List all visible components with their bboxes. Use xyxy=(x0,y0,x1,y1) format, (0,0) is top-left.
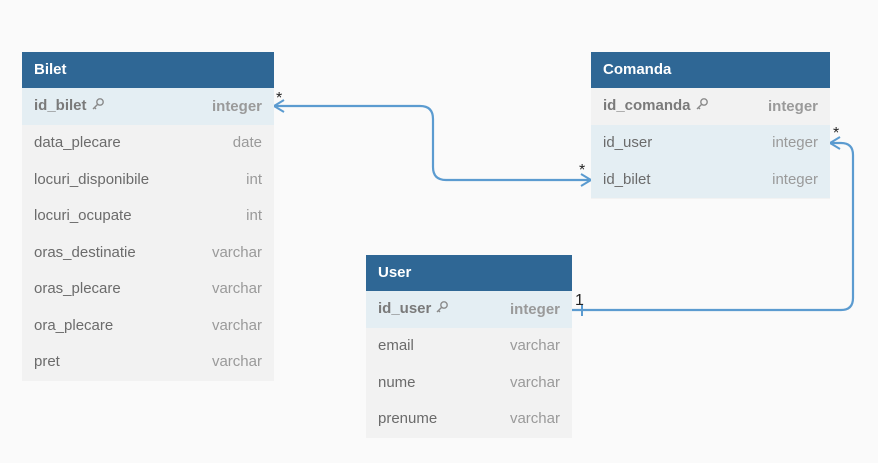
cardinality-comanda-bilet: * xyxy=(579,162,586,179)
field-name: data_plecare xyxy=(34,134,121,152)
field-type: integer xyxy=(211,97,262,115)
field-type: varchar xyxy=(211,280,262,298)
field-row-oras-destinatie[interactable]: oras_destinatie varchar xyxy=(22,234,274,271)
table-user[interactable]: User id_user integer email varchar nume … xyxy=(366,255,572,438)
field-name: nume xyxy=(378,373,416,391)
field-name: id_comanda xyxy=(603,97,691,115)
key-icon xyxy=(435,300,449,318)
field-type: varchar xyxy=(211,316,262,334)
field-type: integer xyxy=(772,134,818,152)
cardinality-bilet: * xyxy=(276,90,283,107)
field-name: pret xyxy=(34,353,60,371)
field-row-oras-plecare[interactable]: oras_plecare varchar xyxy=(22,271,274,308)
field-type: varchar xyxy=(509,337,560,355)
field-type: integer xyxy=(772,170,818,188)
table-header-user[interactable]: User xyxy=(366,255,572,291)
field-name: id_bilet xyxy=(603,170,651,188)
field-type: varchar xyxy=(211,243,262,261)
field-name: locuri_ocupate xyxy=(34,207,132,225)
field-row-id-comanda[interactable]: id_comanda integer xyxy=(591,88,830,125)
table-header-comanda[interactable]: Comanda xyxy=(591,52,830,88)
key-icon xyxy=(91,97,105,115)
field-type: date xyxy=(232,134,262,152)
field-row-id-user[interactable]: id_user integer xyxy=(366,291,572,328)
field-row-pret[interactable]: pret varchar xyxy=(22,344,274,381)
field-type: varchar xyxy=(509,373,560,391)
field-name: email xyxy=(378,337,414,355)
field-name: id_user xyxy=(378,300,432,318)
field-row-prenume[interactable]: prenume varchar xyxy=(366,401,572,438)
field-row-id-bilet[interactable]: id_bilet integer xyxy=(22,88,274,125)
field-name: oras_destinatie xyxy=(34,243,136,261)
field-row-data-plecare[interactable]: data_plecare date xyxy=(22,125,274,162)
field-name: prenume xyxy=(378,410,438,428)
field-type: integer xyxy=(767,97,818,115)
field-name: id_user xyxy=(603,134,653,152)
field-row-locuri-disponibile[interactable]: locuri_disponibile int xyxy=(22,161,274,198)
field-type: integer xyxy=(509,300,560,318)
table-comanda[interactable]: Comanda id_comanda integer id_user integ… xyxy=(591,52,830,199)
field-type: int xyxy=(246,207,262,225)
table-bilet[interactable]: Bilet id_bilet integer data_plecare date… xyxy=(22,52,274,381)
cardinality-comanda-user: * xyxy=(833,125,840,142)
cardinality-user: 1 xyxy=(575,292,584,309)
field-row-ora-plecare[interactable]: ora_plecare varchar xyxy=(22,307,274,344)
key-icon xyxy=(695,97,709,115)
field-row-id-user[interactable]: id_user integer xyxy=(591,124,830,161)
field-row-locuri-ocupate[interactable]: locuri_ocupate int xyxy=(22,198,274,235)
field-name: id_bilet xyxy=(34,97,87,115)
field-type: varchar xyxy=(211,353,262,371)
field-name: locuri_disponibile xyxy=(34,170,150,188)
field-row-email[interactable]: email varchar xyxy=(366,328,572,365)
field-name: ora_plecare xyxy=(34,316,114,334)
field-name: oras_plecare xyxy=(34,280,121,298)
field-row-id-bilet[interactable]: id_bilet integer xyxy=(591,161,830,198)
field-type: int xyxy=(246,170,262,188)
field-row-nume[interactable]: nume varchar xyxy=(366,364,572,401)
relation-bilet-comanda xyxy=(274,104,591,182)
field-type: varchar xyxy=(509,410,560,428)
table-header-bilet[interactable]: Bilet xyxy=(22,52,274,88)
